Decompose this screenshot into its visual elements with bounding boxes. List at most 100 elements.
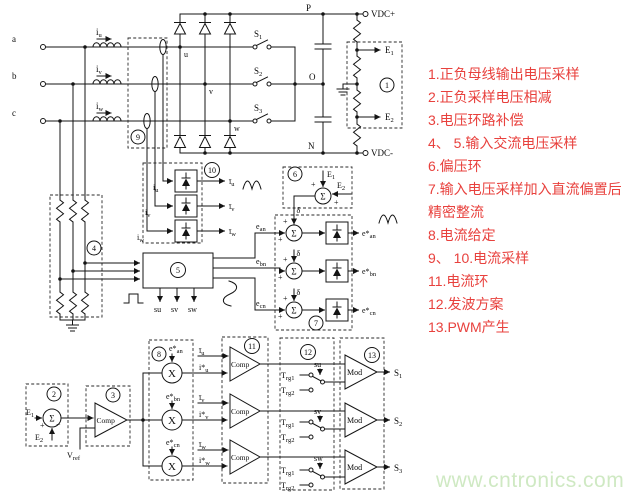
compensator-triangle-icon: [94, 402, 129, 438]
number-circle: [244, 338, 260, 354]
plus-sign: +: [283, 294, 288, 303]
resistor-icon: [80, 199, 90, 223]
number-text: 12: [304, 348, 312, 357]
annotation-item: 2.正负采样电压相减: [428, 89, 552, 105]
current-sensor-box-9: 9: [127, 37, 168, 232]
ebn-wire: [212, 267, 285, 274]
su-label: su: [154, 305, 161, 314]
sigma-symbol: Σ: [49, 414, 54, 424]
box11-outline: [221, 336, 269, 484]
vdc-minus-label: VDC-: [371, 148, 393, 158]
iv-in-label: iv: [145, 208, 151, 219]
trg2-label: Trg2: [281, 433, 294, 444]
plus-sign: +: [40, 421, 45, 430]
ean-ref-label: e*an: [362, 229, 376, 240]
output-divider-box-1: E1 E2 1: [336, 13, 403, 154]
mod-label: Mod: [347, 368, 362, 377]
sv-select-label: sv: [314, 407, 321, 416]
sigma-symbol: Σ: [291, 267, 296, 277]
ecn-ref-in-label: e*cn: [166, 438, 180, 449]
e1-fb-label: E1: [26, 408, 34, 419]
number-circle: [287, 166, 303, 182]
ecn-wire: [212, 277, 285, 313]
comparator-triangle-icon: [229, 439, 262, 475]
number-circle: [300, 344, 316, 360]
current-loop-box-11: 11 Comp Comp Comp īu i*u īv i*v īw i*w: [197, 336, 346, 484]
comparator-triangle-icon: [229, 393, 262, 429]
box8-outline: [148, 339, 194, 481]
mod-label: Mod: [347, 463, 362, 472]
abs-block-icon: [174, 219, 198, 243]
diode-icon: [223, 22, 237, 35]
abs-block-icon: [325, 221, 349, 245]
resistor-icon: [352, 123, 362, 147]
trigger-switch-w: sw Trg1 Trg2: [281, 454, 346, 492]
current-iu-label: iu: [96, 27, 103, 39]
junction-dot: [228, 151, 232, 155]
switch-s1: S1: [179, 29, 296, 50]
number-text: 10: [208, 166, 216, 175]
comp-label: Comp: [231, 360, 250, 369]
resistor-icon: [55, 199, 65, 223]
plus-sign: +: [283, 255, 288, 264]
iw-in-label: iw: [137, 233, 144, 244]
number-circle: [308, 315, 324, 331]
sigma-symbol: Σ: [320, 192, 325, 202]
plus-sign: +: [278, 235, 283, 244]
e2-bias-label: E2: [337, 181, 345, 192]
number-circle: [364, 347, 380, 363]
number-circle: [105, 387, 121, 403]
box1-outline: [346, 41, 403, 129]
midpoint-switches: S1 S2 S3: [179, 29, 324, 124]
box3-outline: [85, 385, 131, 447]
number-text: 6: [293, 170, 297, 179]
plus-sign: +: [334, 198, 339, 207]
voltage-loop: 2 Σ E1 + E2 − 3 Comp Vref: [25, 383, 144, 462]
iv-ref-label: i*v: [199, 410, 209, 421]
number-text: 1: [385, 81, 389, 90]
vdc-minus-terminal: [362, 150, 369, 156]
switch-s1-label: S1: [254, 29, 262, 41]
annotation-item: 9、 10.电流采样: [428, 250, 530, 266]
modulator-triangle-icon: [344, 402, 379, 438]
number-circle: [130, 129, 146, 145]
circled-number-7: 7: [308, 315, 324, 331]
sigma-symbol: Σ: [291, 306, 296, 316]
rectified-wave-icon: [242, 180, 262, 191]
phase-c-terminal: [40, 118, 46, 124]
bias-loop-box-6: 6 Σ E1 + E2 + δ: [282, 166, 353, 225]
resistor-icon: [352, 55, 362, 79]
abs-block-icon: [174, 194, 198, 218]
junction-dot: [228, 12, 232, 16]
box10-outline: [142, 162, 203, 244]
circled-number-5: 5: [170, 262, 186, 278]
circled-number-2: 2: [46, 386, 62, 402]
node-v-label: v: [209, 87, 213, 96]
iv-bar-label: īv: [228, 202, 235, 213]
node-w-label: w: [234, 124, 240, 133]
delta-label: δ: [297, 249, 301, 258]
diode-icon: [198, 22, 212, 35]
vref-label: Vref: [67, 451, 81, 462]
switch-s3: S3: [229, 103, 296, 124]
bridge-leg-u: [173, 13, 187, 154]
watermark: www.cntronics.com: [436, 469, 625, 492]
trg2-label: Trg2: [281, 386, 294, 397]
diode-icon: [173, 135, 187, 148]
delta-label: δ: [297, 288, 301, 297]
number-circle: [86, 240, 102, 256]
iu-bar-label: īu: [228, 177, 235, 188]
box13-outline: [339, 337, 385, 490]
vdc-plus-terminal: [362, 11, 369, 17]
ecn-ref-label: e*cn: [362, 306, 376, 317]
iw-bar-label: īw: [228, 227, 236, 238]
trigger-switch-v: sv Trg1 Trg2: [281, 407, 346, 444]
mult-symbol: X: [168, 368, 176, 380]
input-divider-box-4: 4: [49, 194, 140, 332]
switch-s2-label: S2: [254, 66, 262, 78]
iu-bar-in-label: īu: [198, 346, 205, 357]
comp-label: Comp: [97, 416, 116, 425]
circled-number-4: 4: [86, 240, 102, 256]
sw-label: sw: [188, 305, 197, 314]
trg1-label: Trg1: [281, 466, 294, 477]
